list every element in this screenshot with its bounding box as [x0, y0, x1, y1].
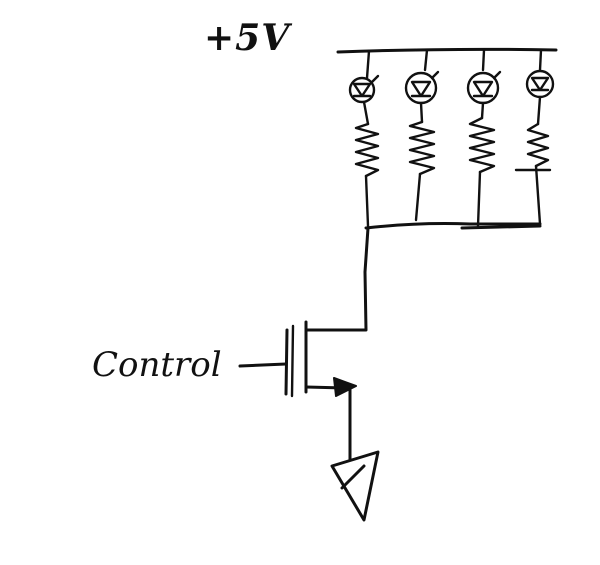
gate-plate [284, 328, 289, 396]
supply-rail [336, 47, 558, 54]
branch-2-top-wire [423, 48, 429, 72]
resistor-3 [468, 116, 496, 174]
common-bus [364, 222, 542, 230]
gate-lead [238, 362, 288, 368]
led-1-symbol [352, 74, 380, 98]
control-input-label: Control [92, 345, 222, 385]
resistor-4 [526, 122, 550, 168]
branch-3-wire-mid [480, 101, 485, 120]
branch-3-top-wire [481, 48, 486, 72]
source-arrow [333, 377, 357, 397]
drain-wire [310, 226, 370, 332]
led-1 [348, 76, 376, 104]
led-4 [525, 69, 555, 99]
resistor-2 [408, 120, 436, 176]
branch-1-top-wire [365, 49, 371, 80]
led-branch-4 [514, 48, 555, 226]
branch-1-wire-mid [362, 100, 370, 126]
supply-voltage-label: +5V [204, 17, 291, 59]
branch-4-top-wire [538, 48, 543, 72]
branch-3-bottom-wire [476, 170, 482, 228]
resistor-1 [354, 122, 380, 178]
branch-2-wire-mid [419, 101, 424, 124]
led-branch-3 [466, 48, 502, 228]
led-branch-2 [404, 48, 440, 222]
branch-4-bottom-wire [534, 164, 542, 226]
branch-1-bottom-wire [364, 174, 370, 228]
branch-4-wire-mid [536, 95, 542, 126]
ground-symbol [330, 450, 380, 522]
led-2-symbol [410, 70, 440, 98]
led-3-symbol [472, 70, 502, 98]
led-4-symbol [530, 76, 550, 92]
mosfet [284, 320, 357, 398]
branch-2-bottom-wire [414, 172, 422, 222]
led-branch-1 [348, 49, 380, 228]
gate-plate-outline [290, 324, 295, 398]
